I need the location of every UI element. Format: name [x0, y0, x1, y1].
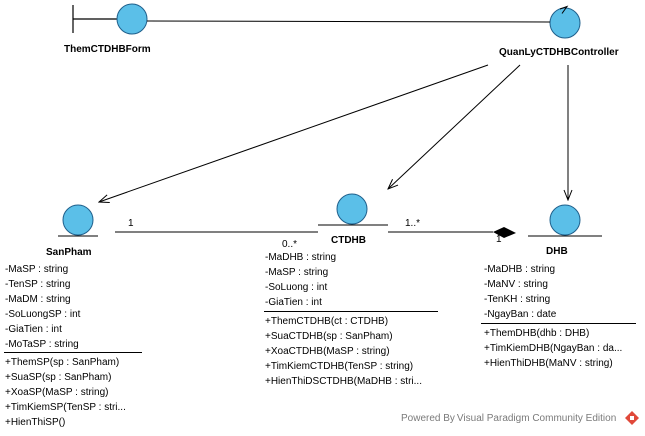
- controller-name: QuanLyCTDHBController: [499, 47, 619, 58]
- attribute-item: -MoTaSP : string: [5, 339, 79, 350]
- operation-item: +ThemCTDHB(ct : CTDHB): [265, 316, 389, 327]
- operation-item: +HienThiSP(): [5, 417, 66, 428]
- entity-name-sanpham: SanPham: [46, 247, 92, 258]
- entity-icon-sanpham[interactable]: [58, 204, 98, 237]
- entity-icon-ctdhb[interactable]: [318, 193, 388, 226]
- attribute-item: -GiaTien : int: [265, 297, 322, 308]
- multiplicity-ctdhb-right: 1..*: [405, 218, 421, 229]
- footer-logo-icon: [625, 411, 639, 425]
- boundary-icon[interactable]: [72, 3, 148, 35]
- attribute-item: -TenKH : string: [484, 294, 551, 305]
- operation-item: +TimKiemSP(TenSP : stri...: [5, 402, 126, 413]
- dependency-arrow-to-sanpham: [99, 64, 489, 202]
- attribute-item: -MaDHB : string: [484, 264, 556, 275]
- controller-icon[interactable]: [549, 5, 581, 39]
- attribute-item: -MaNV : string: [484, 279, 548, 290]
- boundary-name: ThemCTDHBForm: [64, 44, 151, 55]
- operation-item: +XoaSP(MaSP : string): [5, 387, 109, 398]
- operation-item: +XoaCTDHB(MaSP : string): [265, 346, 390, 357]
- operation-item: +TimKiemCTDHB(TenSP : string): [265, 361, 414, 372]
- multiplicity-ctdhb-left: 0..*: [282, 239, 298, 250]
- operation-item: +TimKiemDHB(NgayBan : da...: [484, 343, 623, 354]
- attribute-item: -MaSP : string: [5, 264, 69, 275]
- multiplicity-dhb: 1: [496, 234, 502, 245]
- operation-item: +SuaSP(sp : SanPham): [5, 372, 112, 383]
- composition-diamond: [493, 227, 516, 238]
- separator-ctdhb: [264, 311, 438, 312]
- operation-item: +HienThiDSCTDHB(MaDHB : stri...: [265, 376, 422, 387]
- dependency-arrow-to-ctdhb: [388, 64, 521, 189]
- attribute-item: -SoLuong : int: [265, 282, 328, 293]
- multiplicity-sanpham: 1: [128, 218, 134, 229]
- attribute-item: -SoLuongSP : int: [5, 309, 81, 320]
- operation-item: +ThemDHB(dhb : DHB): [484, 328, 590, 339]
- attribute-item: -NgayBan : date: [484, 309, 557, 320]
- attribute-item: -MaDM : string: [5, 294, 71, 305]
- attribute-item: -MaSP : string: [265, 267, 329, 278]
- association-line-form-controller: [146, 20, 551, 23]
- attribute-item: -TenSP : string: [5, 279, 71, 290]
- entity-icon-dhb[interactable]: [528, 204, 602, 237]
- attribute-item: -MaDHB : string: [265, 252, 337, 263]
- operation-item: +HienThiDHB(MaNV : string): [484, 358, 613, 369]
- entity-name-ctdhb: CTDHB: [331, 235, 366, 246]
- separator-dhb: [481, 323, 636, 324]
- attribute-item: -GiaTien : int: [5, 324, 62, 335]
- operation-item: +ThemSP(sp : SanPham): [5, 357, 120, 368]
- footer-text: Powered By Visual Paradigm Community Edi…: [401, 413, 617, 424]
- separator-sanpham: [4, 352, 142, 353]
- operation-item: +SuaCTDHB(sp : SanPham): [265, 331, 393, 342]
- entity-name-dhb: DHB: [546, 246, 568, 257]
